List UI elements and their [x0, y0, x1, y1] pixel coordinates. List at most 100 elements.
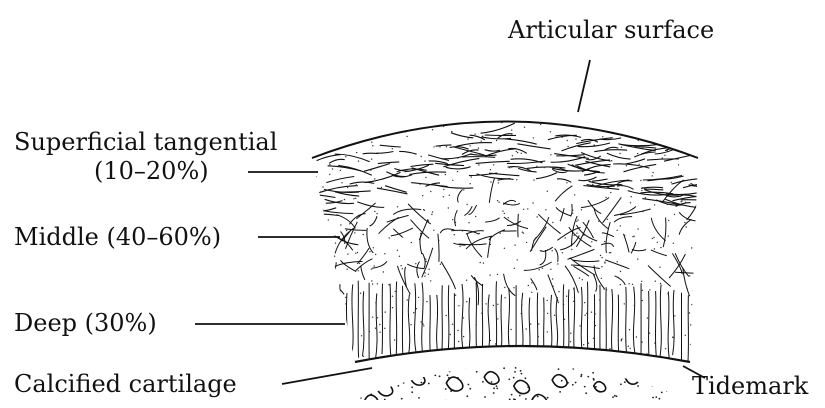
middle-fiber [555, 249, 558, 262]
bone-stipple [652, 385, 654, 387]
stipple-dot [423, 124, 424, 125]
stipple-dot [476, 324, 477, 325]
stipple-dot [632, 284, 633, 285]
stipple-dot [595, 325, 596, 326]
stipple-dot [551, 114, 552, 115]
middle-fiber [560, 208, 564, 221]
superficial-fiber [505, 139, 537, 144]
deep-fiber [382, 284, 383, 354]
stipple-dot [585, 116, 586, 117]
bone-stipple [511, 394, 513, 396]
stipple-dot [424, 276, 425, 277]
bone-stipple [614, 344, 616, 346]
bone-stipple [447, 374, 449, 376]
bone-stipple [605, 365, 607, 367]
bone-stipple [380, 351, 382, 353]
bone-stipple [678, 345, 680, 347]
lacuna [410, 373, 425, 385]
stipple-dot [446, 146, 447, 147]
deep-fiber [660, 285, 662, 359]
bone-stipple [445, 403, 447, 405]
stipple-dot [567, 146, 568, 147]
stipple-dot [534, 358, 535, 359]
stipple-dot [317, 148, 318, 149]
bone-stipple [610, 360, 612, 362]
stipple-dot [455, 295, 456, 296]
bone-stipple [609, 355, 611, 357]
stipple-dot [490, 340, 491, 341]
bone-stipple [655, 396, 657, 398]
stipple-dot [570, 333, 571, 334]
lacuna [514, 380, 530, 393]
bone-stipple [601, 344, 603, 346]
bone-stipple [451, 350, 453, 352]
superficial-fiber [436, 145, 452, 146]
stipple-dot [649, 333, 650, 334]
superficial-fiber [481, 137, 511, 139]
stipple-dot [372, 283, 373, 284]
bone-stipple [668, 406, 670, 408]
middle-fiber [594, 265, 605, 289]
stipple-dot [554, 315, 555, 316]
stipple-dot [637, 153, 638, 154]
stipple-dot [474, 354, 475, 355]
stipple-dot [552, 222, 553, 223]
deep-fiber [437, 295, 439, 357]
bone-stipple [395, 366, 397, 368]
middle-fiber [393, 209, 421, 214]
stipple-dot [432, 129, 433, 130]
stipple-dot [345, 297, 346, 298]
bone-stipple [493, 387, 495, 389]
bone-stipple [486, 361, 488, 363]
lacuna [377, 382, 393, 396]
label-tidemark: Tidemark [692, 374, 808, 398]
deep-fiber [633, 287, 635, 356]
stipple-dot [370, 169, 371, 170]
stipple-dot [685, 335, 686, 336]
stipple-dot [473, 103, 474, 104]
bone-stipple [428, 383, 430, 385]
stipple-dot [320, 191, 321, 192]
stipple-dot [482, 136, 483, 137]
stipple-dot [433, 230, 434, 231]
stipple-dot [644, 137, 645, 138]
deep-fiber [574, 287, 575, 360]
stipple-dot [379, 324, 380, 325]
stipple-dot [397, 206, 398, 207]
stipple-dot [519, 349, 520, 350]
stipple-dot [375, 302, 376, 303]
superficial-fiber [410, 164, 433, 166]
bone-stipple [519, 395, 521, 397]
stipple-dot [423, 325, 424, 326]
stipple-dot [586, 313, 587, 314]
stipple-dot [640, 116, 641, 117]
bone-stipple [620, 406, 622, 408]
stipple-dot [355, 198, 356, 199]
stipple-dot [426, 122, 427, 123]
deep-fiber [442, 285, 443, 355]
stipple-dot [668, 100, 669, 101]
superficial-fiber [607, 153, 631, 159]
deep-fiber [668, 292, 669, 360]
stipple-dot [630, 348, 631, 349]
bone-stipple [610, 360, 612, 362]
stipple-dot [336, 291, 337, 292]
stipple-dot [558, 302, 559, 303]
stipple-dot [388, 284, 389, 285]
stipple-dot [432, 211, 433, 212]
bone-stipple [677, 371, 679, 373]
stipple-dot [547, 353, 548, 354]
bone-stipple [405, 371, 407, 373]
stipple-dot [495, 343, 496, 344]
bone-stipple [369, 342, 371, 344]
stipple-dot [487, 357, 488, 358]
middle-fiber [571, 265, 600, 269]
stipple-dot [392, 148, 393, 149]
stipple-dot [425, 101, 426, 102]
stipple-dot [552, 250, 553, 251]
stipple-dot [674, 315, 675, 316]
bone-stipple [493, 392, 495, 394]
stipple-dot [617, 261, 618, 262]
stipple-dot [572, 210, 573, 211]
stipple-dot [466, 301, 467, 302]
